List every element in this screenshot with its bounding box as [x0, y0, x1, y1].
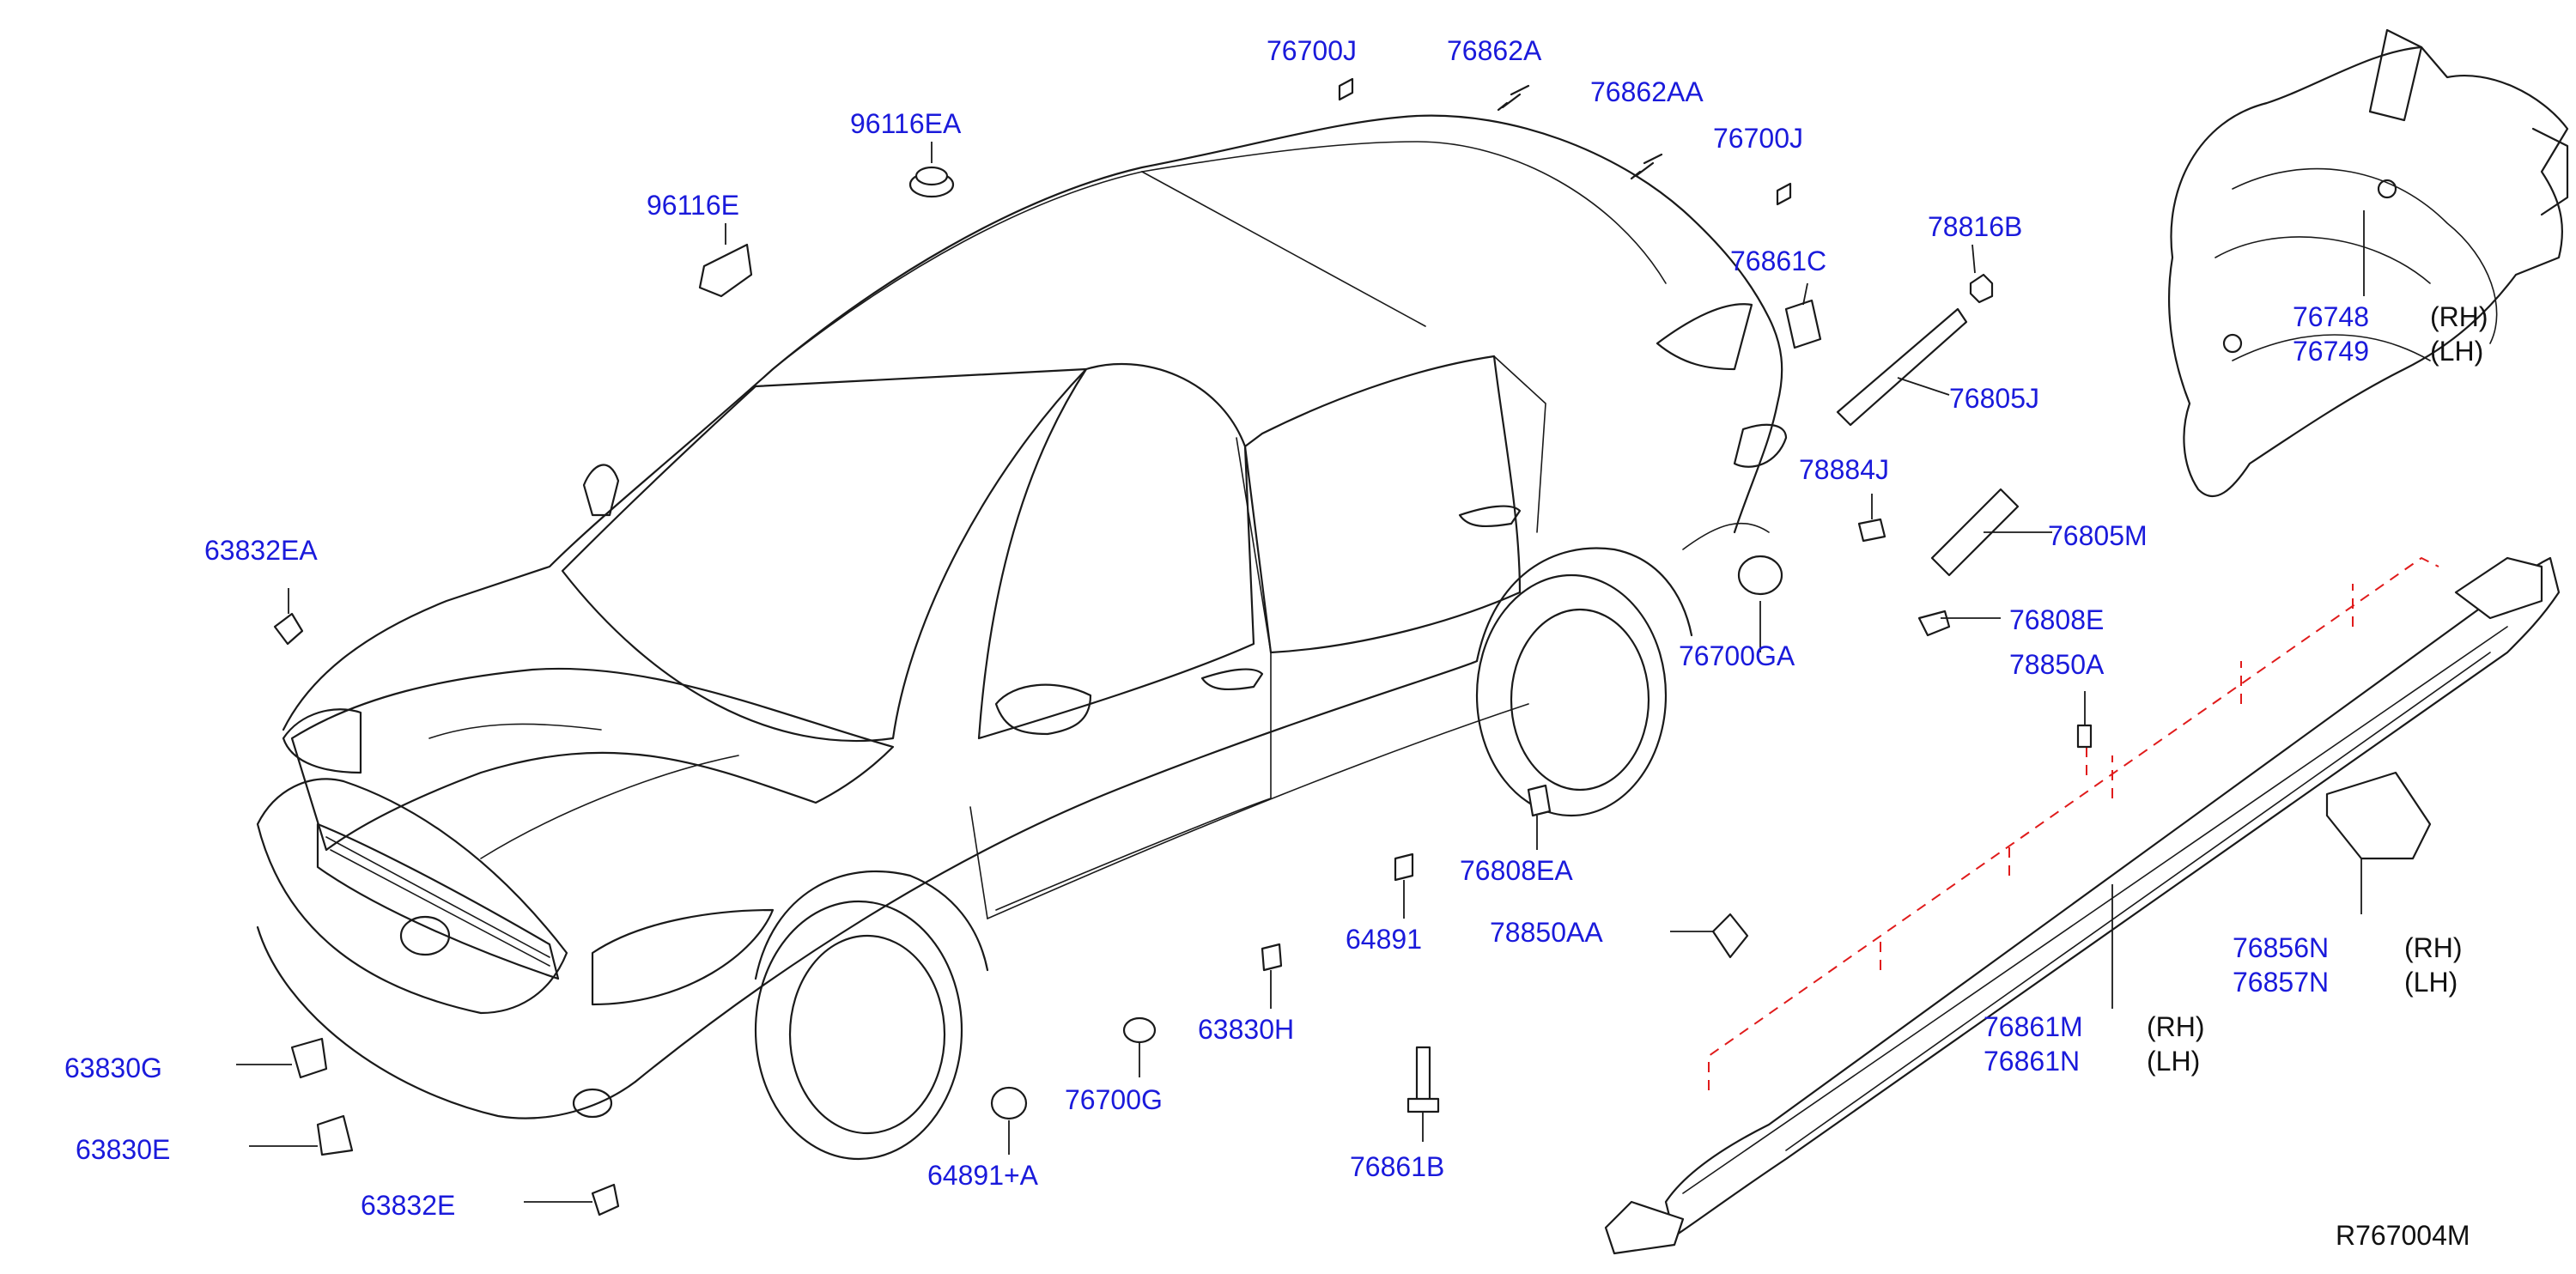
diagram-code: R767004M — [2336, 1220, 2470, 1251]
label-rh-76748: (RH) — [2430, 301, 2488, 332]
label-76861B[interactable]: 76861B — [1350, 1151, 1444, 1182]
part-labels: 76700J 76862A 76862AA 76700J 96116EA 961… — [64, 35, 2488, 1251]
label-76700GA[interactable]: 76700GA — [1679, 640, 1795, 671]
label-63830E[interactable]: 63830E — [76, 1134, 170, 1165]
leader-lines — [236, 142, 2365, 1203]
label-76749[interactable]: 76749 — [2293, 336, 2369, 367]
label-76748[interactable]: 76748 — [2293, 301, 2369, 332]
label-63830H[interactable]: 63830H — [1198, 1014, 1294, 1045]
label-76861N[interactable]: 76861N — [1984, 1046, 2080, 1077]
label-64891[interactable]: 64891 — [1346, 924, 1422, 955]
label-78816B[interactable]: 78816B — [1928, 211, 2022, 242]
label-76862AA[interactable]: 76862AA — [1590, 76, 1704, 107]
label-rh-76861M: (RH) — [2147, 1011, 2205, 1042]
label-lh-76857N: (LH) — [2404, 967, 2458, 998]
label-63830G[interactable]: 63830G — [64, 1053, 162, 1083]
label-76861C[interactable]: 76861C — [1730, 246, 1826, 276]
label-76862A[interactable]: 76862A — [1447, 35, 1542, 66]
label-lh-76861N: (LH) — [2147, 1046, 2200, 1077]
label-76805J[interactable]: 76805J — [1949, 383, 2039, 414]
fender-protector-part — [2167, 28, 2569, 498]
label-76808E[interactable]: 76808E — [2009, 604, 2104, 635]
label-76700J-top[interactable]: 76700J — [1267, 35, 1357, 66]
label-76856N[interactable]: 76856N — [2233, 932, 2329, 963]
label-64891A[interactable]: 64891+A — [927, 1160, 1039, 1191]
label-rh-76856N: (RH) — [2404, 932, 2463, 963]
dashed-guide-lines — [1708, 556, 2439, 1090]
label-78850AA[interactable]: 78850AA — [1490, 917, 1603, 948]
label-78884J[interactable]: 78884J — [1799, 454, 1889, 485]
label-63832E[interactable]: 63832E — [361, 1190, 455, 1221]
label-76861M[interactable]: 76861M — [1984, 1011, 2083, 1042]
car-illustration — [256, 114, 1788, 1161]
small-parts — [273, 77, 2432, 1216]
label-96116E[interactable]: 96116E — [647, 190, 739, 221]
label-76700J-mid[interactable]: 76700J — [1713, 123, 1803, 154]
label-78850A[interactable]: 78850A — [2009, 649, 2105, 680]
label-lh-76749: (LH) — [2430, 336, 2483, 367]
label-76857N[interactable]: 76857N — [2233, 967, 2329, 998]
label-76805M[interactable]: 76805M — [2048, 520, 2148, 551]
label-76700G[interactable]: 76700G — [1065, 1084, 1163, 1115]
label-76808EA[interactable]: 76808EA — [1460, 855, 1573, 886]
label-63832EA[interactable]: 63832EA — [204, 535, 318, 566]
label-96116EA[interactable]: 96116EA — [850, 108, 962, 139]
